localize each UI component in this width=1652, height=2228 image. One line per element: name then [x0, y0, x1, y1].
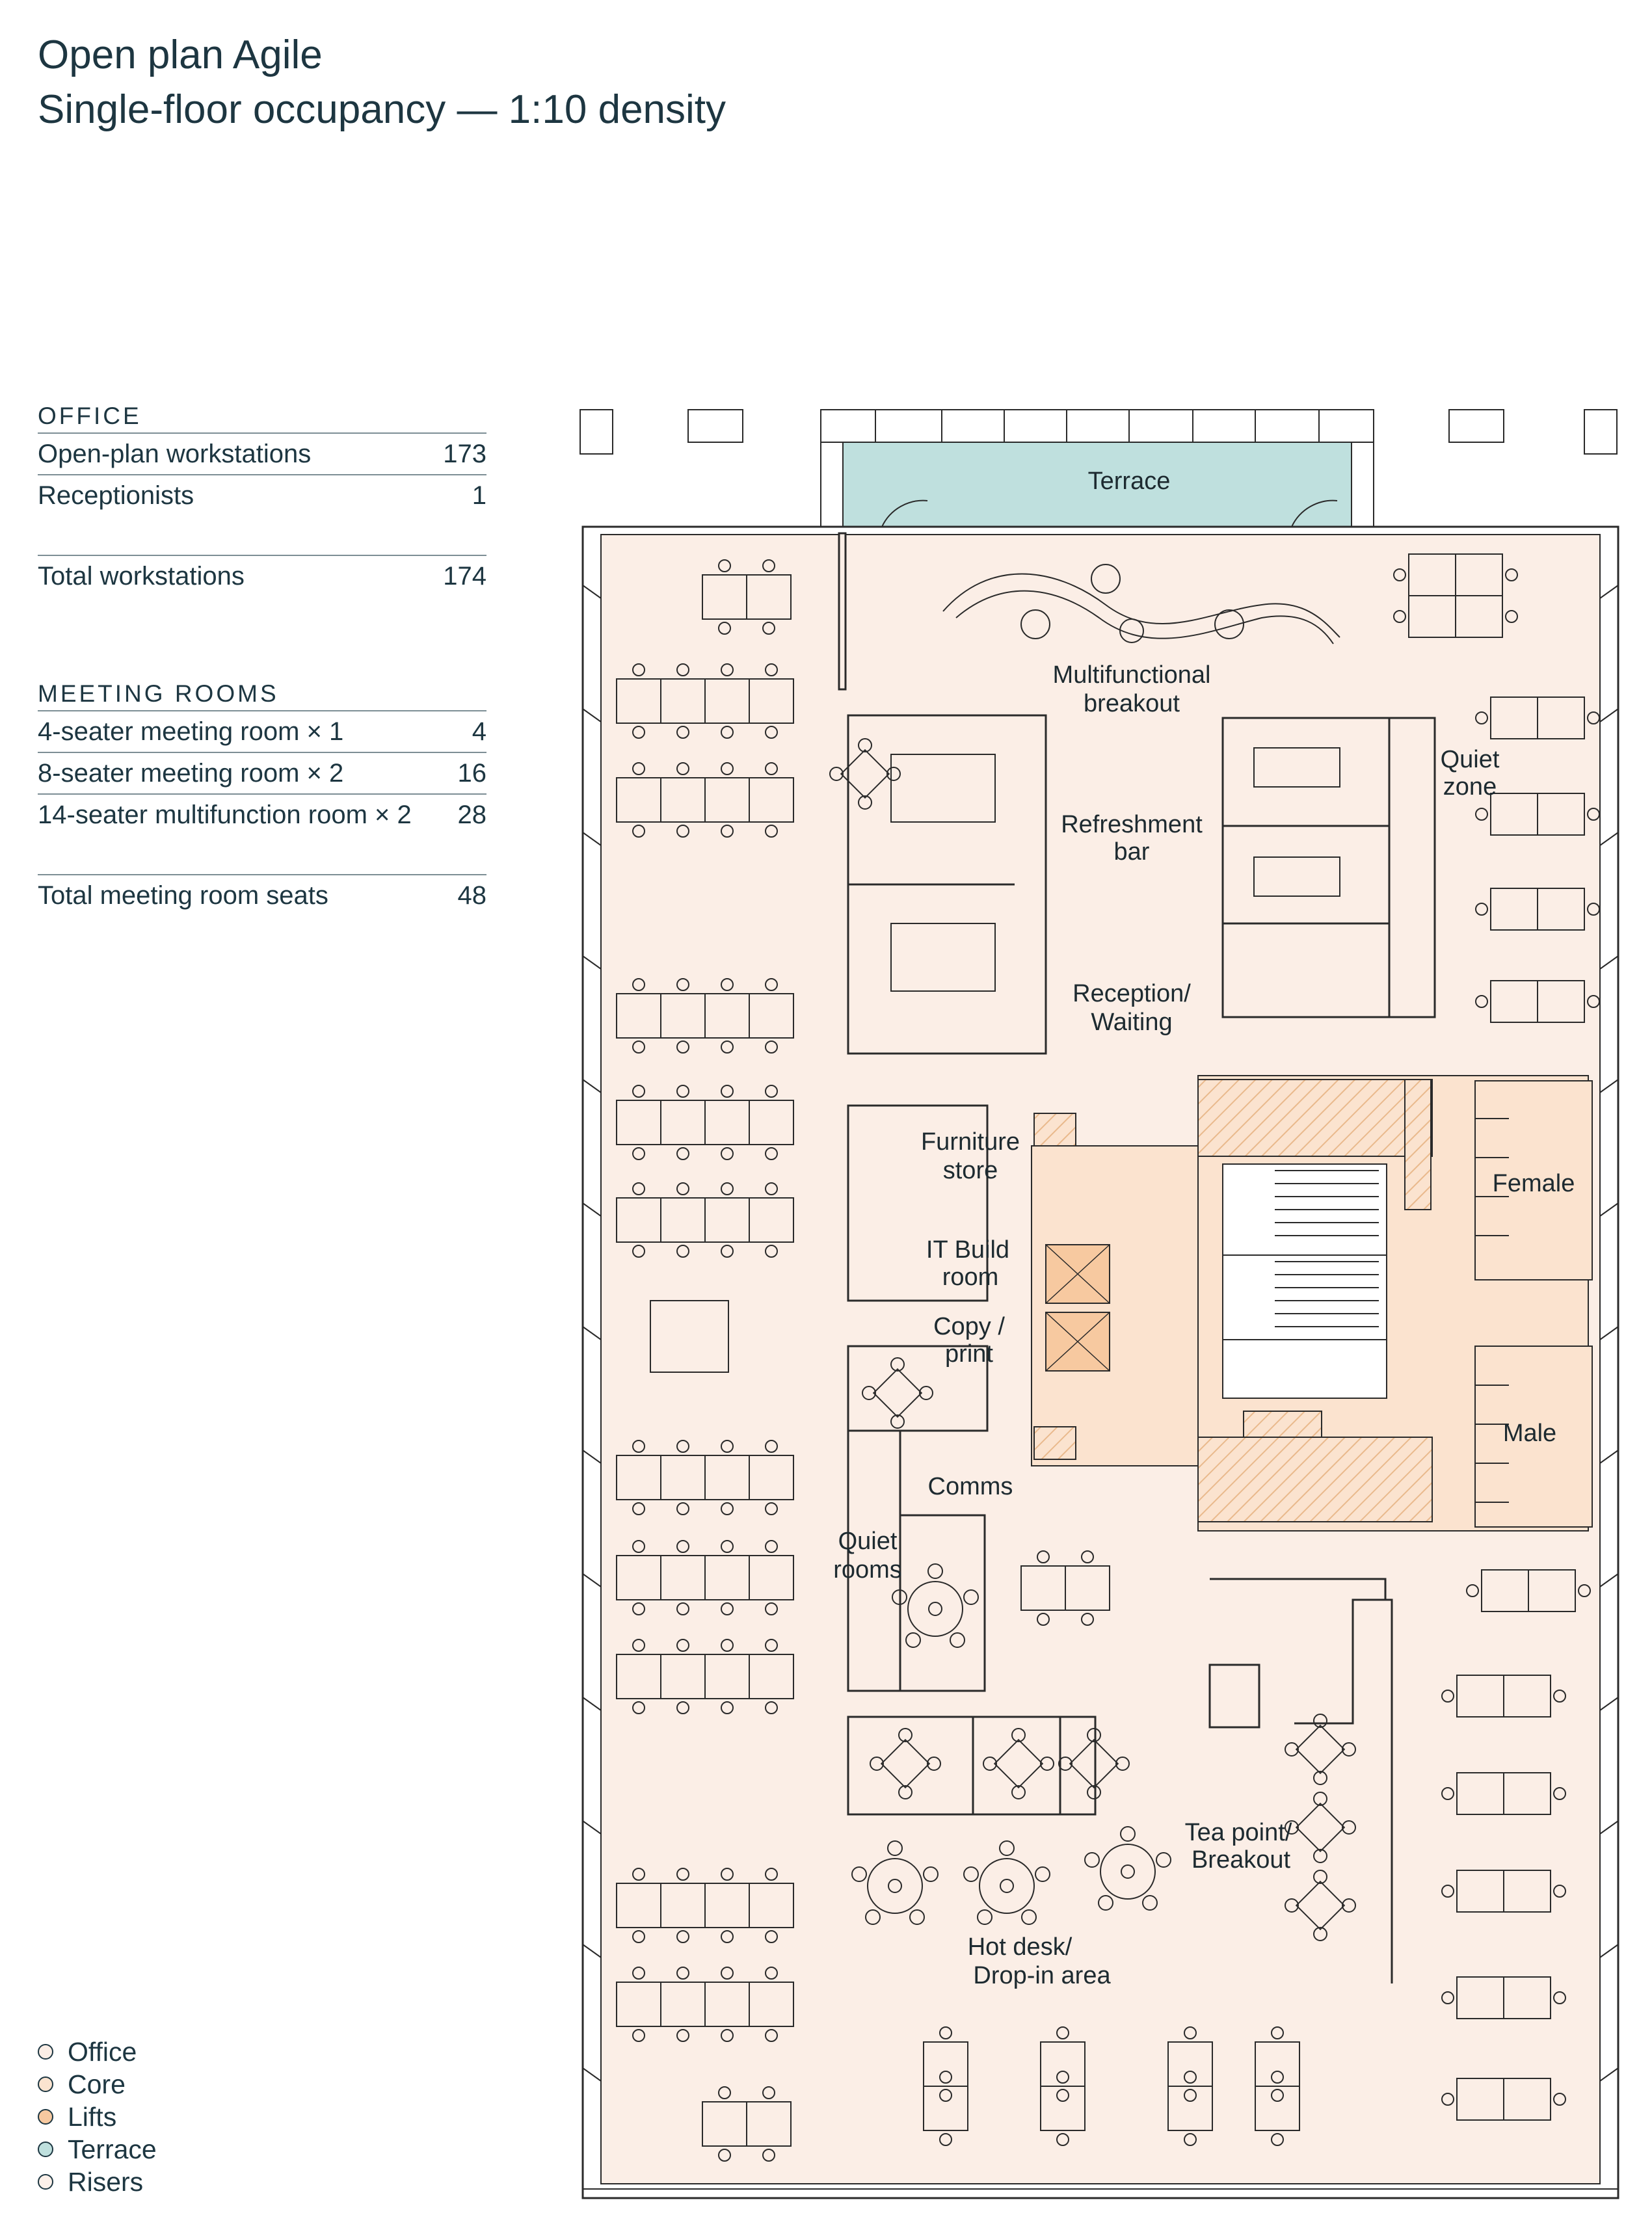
meeting-total-row: Total meeting room seats 48: [38, 874, 486, 916]
legend-label: Terrace: [68, 2134, 157, 2164]
label-furniture-1: Furniture: [921, 1128, 1020, 1156]
legend-item-lifts: Lifts: [38, 2101, 157, 2133]
office-row-label: Receptionists: [38, 481, 194, 510]
label-reception-2: Waiting: [1091, 1009, 1172, 1036]
label-quiet-zone-1: Quiet: [1441, 746, 1500, 773]
core-block: [1031, 1075, 1593, 1532]
page-subtitle: Single-floor occupancy — 1:10 density: [38, 87, 726, 132]
label-quiet-rooms-2: rooms: [833, 1556, 902, 1584]
label-furniture-2: store: [943, 1157, 998, 1184]
office-heading: OFFICE: [38, 400, 486, 434]
label-reception-1: Reception/: [1072, 980, 1191, 1007]
office-total-label: Total workstations: [38, 562, 245, 590]
label-terrace: Terrace: [1088, 468, 1171, 495]
legend-label: Risers: [68, 2166, 144, 2197]
label-breakout-2: breakout: [1084, 690, 1180, 717]
office-row: Open-plan workstations 173: [38, 434, 486, 475]
legend-dot: [38, 2142, 53, 2157]
page-title: Open plan Agile: [38, 33, 323, 77]
office-row: Receptionists 1: [38, 475, 486, 516]
window-frames: [580, 409, 1618, 455]
room-walls: [838, 532, 1436, 1983]
label-hotdesk-2: Drop-in area: [973, 1962, 1111, 1989]
legend-dot: [38, 2076, 53, 2092]
legend-dot: [38, 2174, 53, 2190]
facade-fins: [582, 585, 1619, 2082]
office-row-label: Open-plan workstations: [38, 440, 312, 468]
legend-item-office: Office: [38, 2036, 157, 2068]
office-total-value: 174: [443, 562, 486, 590]
legend-label: Office: [68, 2036, 137, 2067]
label-breakout-1: Multifunctional: [1053, 661, 1211, 689]
label-copy-2: print: [945, 1340, 993, 1368]
label-copy-1: Copy /: [933, 1313, 1005, 1340]
legend: Office Core Lifts Terrace Risers: [38, 2036, 157, 2198]
legend-item-risers: Risers: [38, 2166, 157, 2198]
meeting-rooms-table: MEETING ROOMS 4-seater meeting room × 1 …: [38, 678, 486, 916]
meeting-row: 4-seater meeting room × 1 4: [38, 711, 486, 753]
meeting-total-label: Total meeting room seats: [38, 881, 328, 910]
legend-item-terrace: Terrace: [38, 2133, 157, 2166]
label-it-1: IT Build: [926, 1236, 1009, 1264]
label-male: Male: [1503, 1420, 1556, 1447]
label-quiet-rooms-1: Quiet: [838, 1528, 898, 1555]
label-hotdesk-1: Hot desk/: [968, 1933, 1072, 1961]
office-table: OFFICE Open-plan workstations 173 Recept…: [38, 400, 486, 596]
breakout-sofa: [942, 564, 1340, 644]
terrace-area: [820, 409, 1374, 527]
label-it-2: room: [942, 1264, 999, 1291]
meeting-row: 8-seater meeting room × 2 16: [38, 753, 486, 795]
meeting-row-label: 8-seater meeting room × 2: [38, 759, 344, 788]
meeting-row-value: 4: [472, 717, 486, 746]
legend-dot: [38, 2109, 53, 2125]
meeting-row: 14-seater multifunction room × 2 28: [38, 795, 486, 835]
meeting-row-label: 4-seater meeting room × 1: [38, 717, 344, 746]
meeting-row-value: 16: [457, 759, 487, 788]
meeting-total-value: 48: [457, 881, 487, 910]
legend-label: Core: [68, 2069, 126, 2099]
plan-labels: Terrace Multifunctional breakout Quiet z…: [833, 468, 1575, 1989]
label-comms: Comms: [928, 1473, 1013, 1500]
label-tea-1: Tea point/: [1185, 1819, 1292, 1846]
meeting-row-label: 14-seater multifunction room × 2: [38, 801, 412, 829]
label-refreshment-1: Refreshment: [1061, 811, 1203, 838]
office-row-value: 173: [443, 440, 486, 468]
label-female: Female: [1493, 1170, 1575, 1197]
legend-dot: [38, 2044, 53, 2060]
label-quiet-zone-2: zone: [1443, 773, 1497, 801]
label-tea-2: Breakout: [1192, 1846, 1291, 1874]
legend-label: Lifts: [68, 2101, 117, 2132]
office-total-row: Total workstations 174: [38, 555, 486, 596]
meeting-tables: [650, 747, 1340, 1373]
meeting-row-value: 28: [457, 801, 487, 829]
label-refreshment-2: bar: [1114, 838, 1150, 866]
meeting-heading: MEETING ROOMS: [38, 678, 486, 711]
legend-item-core: Core: [38, 2068, 157, 2101]
office-row-value: 1: [472, 481, 486, 510]
